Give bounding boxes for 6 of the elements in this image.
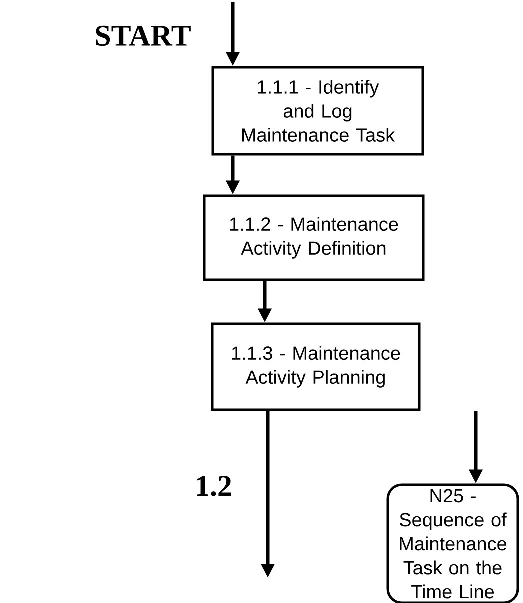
process-box: 1.1.3 - Maintenance Activity Planning bbox=[211, 322, 421, 412]
process-box: 1.1.2 - Maintenance Activity Definition bbox=[203, 194, 425, 282]
edge-label: 1.2 bbox=[197, 476, 232, 496]
process-box: 1.1.1 - Identify and Log Maintenance Task bbox=[212, 66, 424, 156]
rounded-box: N25 - Sequence of Maintenance Task on the Time Line bbox=[386, 484, 520, 603]
start-label: START bbox=[96, 26, 191, 46]
